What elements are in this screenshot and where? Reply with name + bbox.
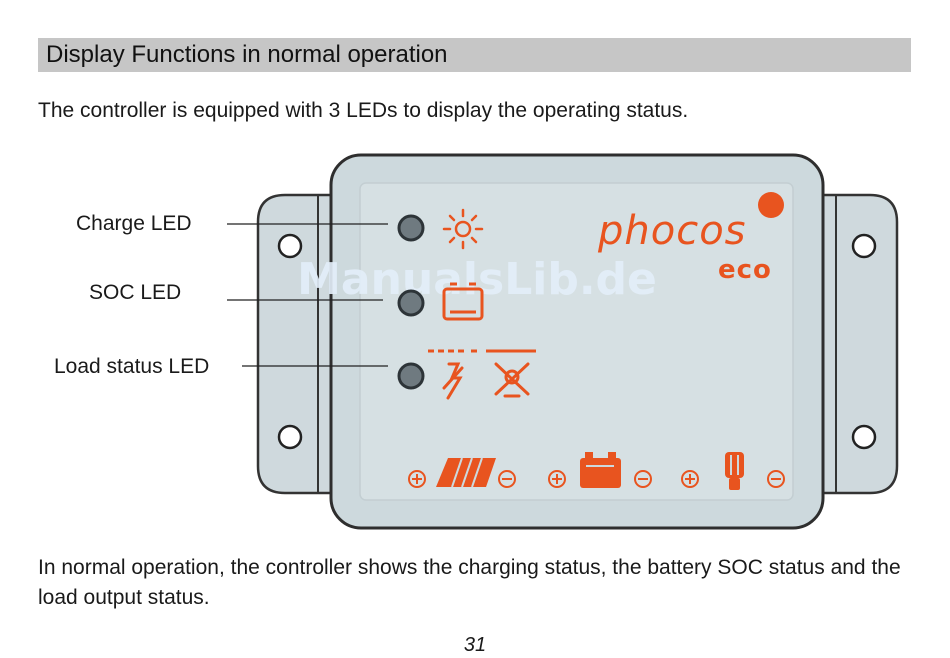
watermark: ManualsLib.de	[297, 254, 657, 305]
mounting-hole	[279, 426, 301, 448]
soc-led-label: SOC LED	[89, 280, 181, 306]
mounting-hole	[853, 235, 875, 257]
mounting-hole	[853, 426, 875, 448]
charge-led	[399, 216, 423, 240]
right-mounting-ear	[822, 195, 897, 493]
charge-led-label: Charge LED	[76, 211, 192, 237]
brand-dot	[758, 192, 784, 218]
brand-logo: phocos	[597, 208, 747, 254]
soc-led	[399, 291, 423, 315]
left-mounting-ear	[258, 195, 332, 493]
load-status-led	[399, 364, 423, 388]
load-status-led-label: Load status LED	[54, 354, 209, 380]
page-number: 31	[0, 634, 950, 657]
model-name: eco	[718, 255, 772, 285]
outro-paragraph: In normal operation, the controller show…	[38, 553, 918, 613]
